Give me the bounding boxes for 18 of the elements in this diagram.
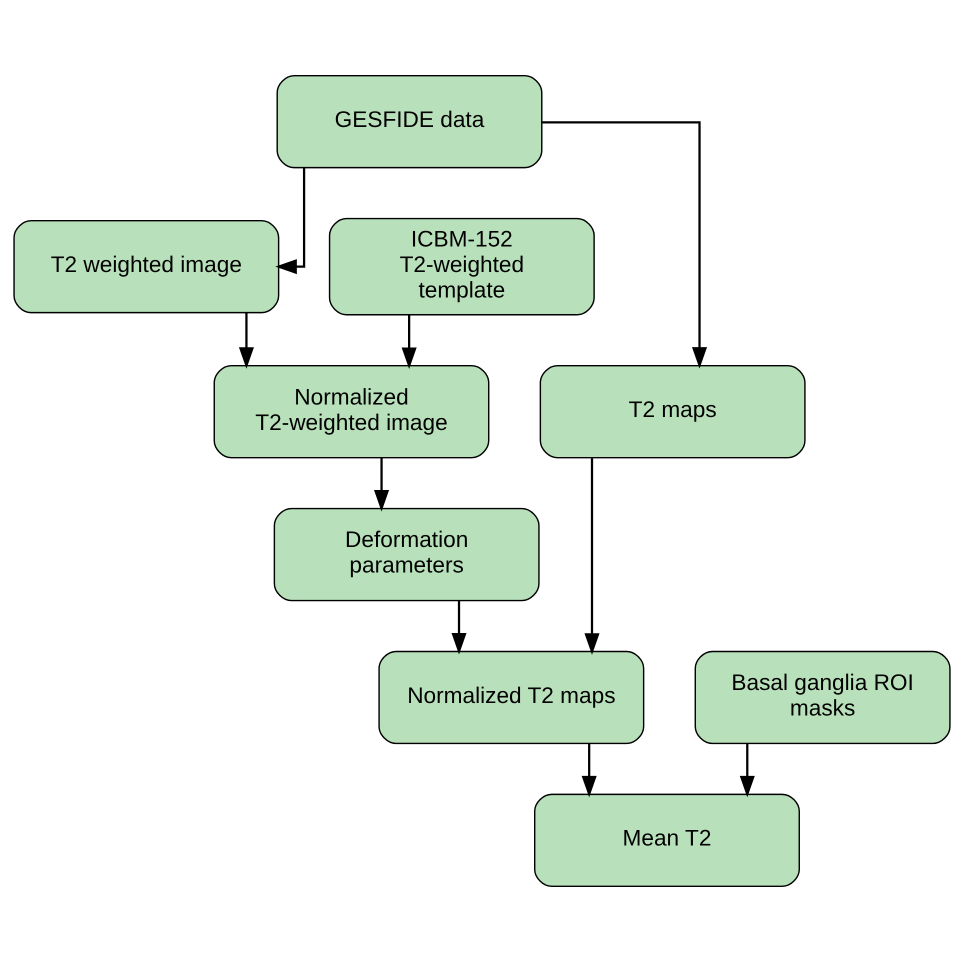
arrow xyxy=(374,458,390,512)
node-box: Mean T2 xyxy=(534,794,800,888)
arrow xyxy=(451,600,467,654)
node-box: T2 weighted image xyxy=(13,220,280,314)
arrow xyxy=(238,312,254,369)
node-box: Normalized T2-weighted image xyxy=(214,364,490,458)
node-box: ICBM-152 T2-weighted template xyxy=(328,218,595,316)
node-box: Normalized T2 maps xyxy=(378,650,644,744)
arrow xyxy=(582,743,597,798)
node-box: Deformation parameters xyxy=(274,508,540,602)
arrow xyxy=(275,168,306,274)
node-box: T2 maps xyxy=(540,364,806,458)
arrow xyxy=(402,314,417,369)
arrow xyxy=(542,121,708,369)
arrow xyxy=(584,458,600,655)
arrow xyxy=(740,743,755,798)
node-box: GESFIDE data xyxy=(276,74,542,168)
node-box: Basal ganglia ROI masks xyxy=(694,650,951,744)
